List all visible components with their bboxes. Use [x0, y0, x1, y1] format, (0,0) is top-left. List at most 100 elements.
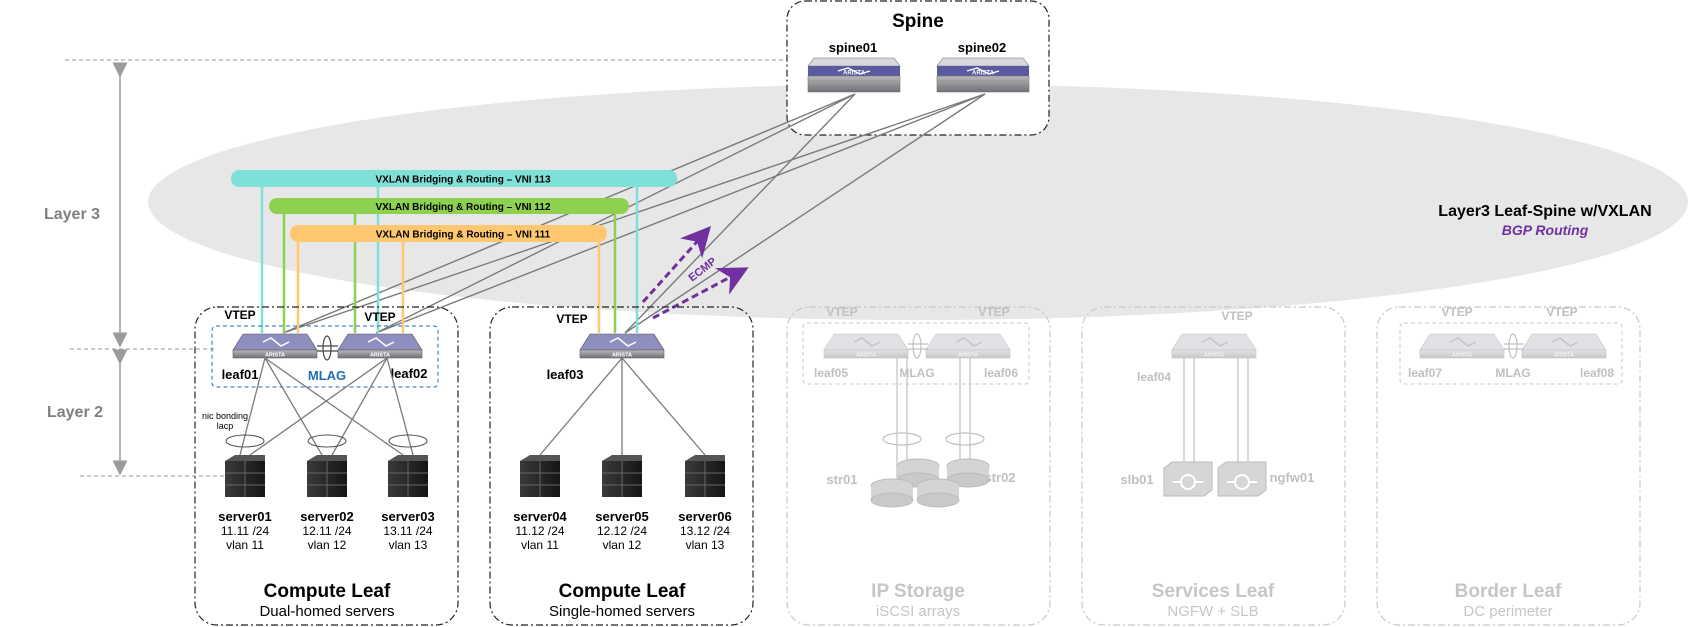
mlag-peer-link — [317, 335, 338, 361]
slb01-appliance-icon[interactable] — [1163, 461, 1213, 497]
leaf03-label: leaf03 — [547, 367, 584, 382]
border-mlag-label: MLAG — [1495, 366, 1530, 380]
leaf02-switch-icon[interactable]: ARISTA — [337, 333, 423, 359]
ngfw01-appliance-icon[interactable] — [1217, 461, 1267, 497]
leaf08-vtep-label: VTEP — [1546, 305, 1577, 319]
compute-dual-title: Compute Leaf — [264, 581, 391, 602]
server06-vlan: vlan 13 — [686, 538, 725, 552]
border-peer-link — [1504, 333, 1524, 359]
leaf06-vtep-label: VTEP — [978, 305, 1009, 319]
spine01-brand: ARISTA — [843, 71, 866, 77]
str01-label: str01 — [826, 472, 857, 487]
vni-111-label: VXLAN Bridging & Routing – VNI 111 — [376, 230, 551, 241]
leaf07-brand: ARISTA — [1452, 353, 1472, 359]
leaf07-switch-icon[interactable]: ARISTA — [1419, 333, 1505, 359]
leaf01-label: leaf01 — [222, 367, 259, 382]
vni-113-label: VXLAN Bridging & Routing – VNI 113 — [375, 175, 550, 186]
server05-ip: 12.12 /24 — [597, 524, 647, 538]
server06-icon[interactable] — [685, 455, 725, 497]
mlag-label: MLAG — [308, 368, 346, 383]
border-mlag-box — [1399, 322, 1623, 385]
leaf08-brand: ARISTA — [1554, 353, 1574, 359]
nic-bonding-label: nic bonding — [202, 411, 248, 421]
server02-icon[interactable] — [307, 455, 347, 497]
leaf04-brand: ARISTA — [1204, 353, 1224, 359]
compute-single-title: Compute Leaf — [559, 581, 686, 602]
leaf05-label: leaf05 — [814, 366, 848, 380]
server03-ip: 13.11 /24 — [383, 524, 432, 538]
fabric-subtitle: BGP Routing — [1502, 222, 1589, 238]
services-subtitle: NGFW + SLB — [1167, 603, 1258, 620]
compute-single-subtitle: Single-homed servers — [549, 603, 695, 620]
server01-name: server01 — [218, 509, 272, 524]
mlag-pair-box — [211, 325, 439, 388]
server05-vlan: vlan 12 — [603, 538, 642, 552]
spine02-label: spine02 — [958, 40, 1006, 55]
ecmp-arrow-lower — [652, 267, 749, 320]
server05-icon[interactable] — [602, 455, 642, 497]
server02-vlan: vlan 12 — [308, 538, 347, 552]
leaf05-switch-icon[interactable]: ARISTA — [823, 333, 909, 359]
leaf03-switch-icon[interactable]: ARISTA — [579, 333, 665, 359]
compute-dual-box — [194, 306, 459, 626]
dual-homed-server-links — [239, 357, 414, 456]
leaf05-brand: ARISTA — [856, 353, 876, 359]
services-links — [1183, 358, 1249, 462]
leaf08-switch-icon[interactable]: ARISTA — [1521, 333, 1607, 359]
leaf06-brand: ARISTA — [958, 353, 978, 359]
ecmp-arrow-upper — [641, 226, 712, 304]
ip-storage-mlag-box — [802, 322, 1030, 385]
leaf02-label: leaf02 — [391, 366, 428, 381]
server04-icon[interactable] — [520, 455, 560, 497]
str02-label: str02 — [984, 470, 1015, 485]
ip-storage-title: IP Storage — [871, 581, 965, 602]
services-title: Services Leaf — [1152, 581, 1275, 602]
server02-name: server02 — [300, 509, 354, 524]
lacp-bond-ellipses — [225, 434, 428, 448]
server04-name: server04 — [513, 509, 567, 524]
leaf05-vtep-label: VTEP — [826, 305, 857, 319]
server03-vlan: vlan 13 — [389, 538, 428, 552]
layer3-label: Layer 3 — [44, 206, 100, 223]
spine01-switch-icon[interactable]: ARISTA — [807, 57, 901, 93]
border-box — [1376, 306, 1641, 626]
spine02-brand: ARISTA — [972, 71, 995, 77]
leaf04-vtep-label: VTEP — [1221, 309, 1252, 323]
leaf06-switch-icon[interactable]: ARISTA — [925, 333, 1011, 359]
ip-storage-mlag-label: MLAG — [899, 366, 934, 380]
leaf04-label: leaf04 — [1137, 370, 1171, 384]
server02-ip: 12.11 /24 — [302, 524, 351, 538]
leaf01-switch-icon[interactable]: ARISTA — [232, 333, 318, 359]
server01-icon[interactable] — [225, 455, 265, 497]
server01-ip: 11.11 /24 — [221, 524, 270, 538]
ngfw01-label: ngfw01 — [1270, 470, 1315, 485]
leaf03-vtep-label: VTEP — [556, 312, 587, 326]
services-box — [1081, 306, 1346, 626]
vni-112-bar — [269, 198, 629, 214]
leaf04-switch-icon[interactable]: ARISTA — [1171, 333, 1257, 359]
ip-storage-box — [786, 306, 1051, 626]
leaf06-label: leaf06 — [984, 366, 1018, 380]
server03-icon[interactable] — [388, 455, 428, 497]
border-subtitle: DC perimeter — [1463, 603, 1552, 620]
spine02-switch-icon[interactable]: ARISTA — [936, 57, 1030, 93]
single-homed-server-links — [539, 357, 706, 456]
layer3-fabric-ellipse — [148, 84, 1688, 320]
ip-storage-subtitle: iSCSI arrays — [876, 603, 960, 620]
vni-111-bar — [290, 225, 607, 242]
leaf07-vtep-label: VTEP — [1441, 305, 1472, 319]
server06-name: server06 — [678, 509, 732, 524]
storage-links — [882, 358, 985, 478]
fabric-title: Layer3 Leaf-Spine w/VXLAN — [1438, 203, 1651, 220]
spine-group-box — [786, 0, 1050, 136]
compute-single-box — [489, 306, 754, 626]
leaf02-vtep-label: VTEP — [364, 310, 395, 324]
leaf07-label: leaf07 — [1408, 366, 1442, 380]
leaf01-brand: ARISTA — [265, 353, 285, 359]
layer2-label: Layer 2 — [47, 404, 103, 421]
leaf01-vtep-label: VTEP — [224, 308, 255, 322]
border-title: Border Leaf — [1455, 581, 1562, 602]
str02-disk-icon[interactable] — [916, 458, 990, 508]
ip-storage-peer-link — [908, 333, 928, 359]
